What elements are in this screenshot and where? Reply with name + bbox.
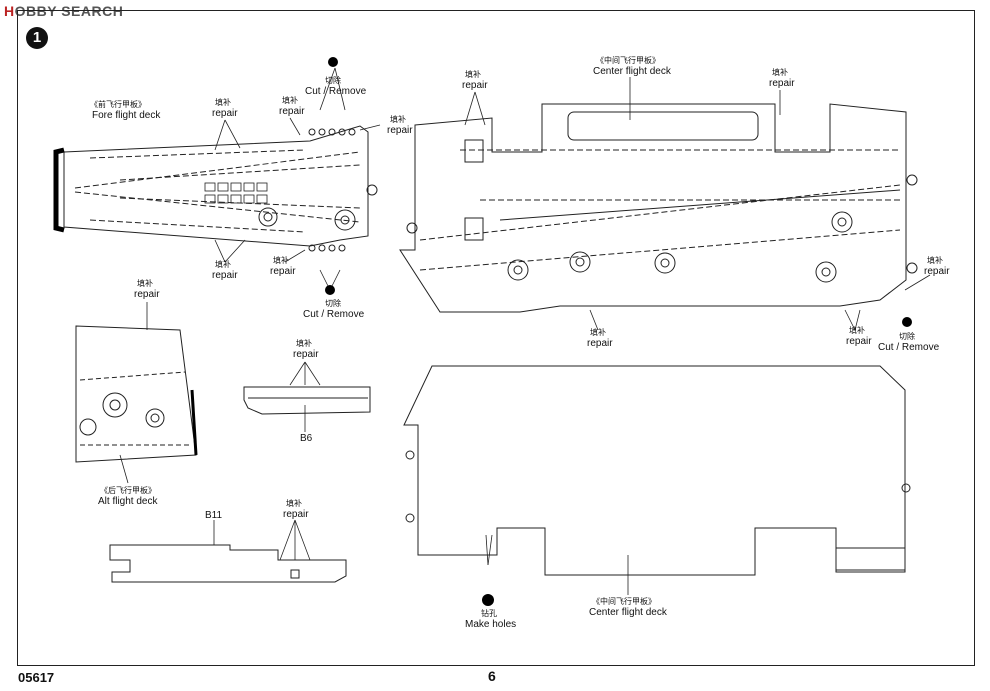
cut-label-cn: 切除 xyxy=(325,299,341,308)
repair-label: repair xyxy=(846,336,872,347)
repair-label: repair xyxy=(587,338,613,349)
center-deck-label-cn: 《中间飞行甲板》 xyxy=(596,56,660,65)
part-b11-label: B11 xyxy=(205,510,223,521)
drill-icon xyxy=(482,594,494,606)
part-b11 xyxy=(109,544,347,583)
callout-lines xyxy=(119,67,931,595)
center-deck-label-cn: 《中间飞行甲板》 xyxy=(592,597,656,606)
watermark: HOBBY SEARCH xyxy=(4,3,124,19)
part-b6 xyxy=(243,386,371,415)
repair-label: repair xyxy=(924,266,950,277)
repair-label: repair xyxy=(279,106,305,117)
repair-label: repair xyxy=(387,125,413,136)
step-number-badge: 1 xyxy=(26,27,48,49)
cut-label: Cut / Remove xyxy=(303,309,365,320)
repair-label-cn: 填补 xyxy=(927,256,943,265)
repair-label: repair xyxy=(283,509,309,520)
alt-flight-deck-part xyxy=(75,325,198,463)
holes-label-cn: 钻孔 xyxy=(481,609,497,618)
cut-label-cn: 切除 xyxy=(325,76,341,85)
repair-label-cn: 填补 xyxy=(772,68,788,77)
repair-label: repair xyxy=(769,78,795,89)
kit-code: 05617 xyxy=(18,670,55,685)
repair-label: repair xyxy=(134,289,160,300)
repair-label-cn: 填补 xyxy=(215,260,231,269)
repair-label-cn: 填补 xyxy=(590,328,606,337)
repair-label-cn: 填补 xyxy=(137,279,153,288)
repair-label-cn: 填补 xyxy=(273,256,289,265)
alt-deck-label: Alt flight deck xyxy=(98,496,158,507)
fore-flight-deck-part xyxy=(53,125,378,252)
part-b6-label: B6 xyxy=(300,433,313,444)
repair-label: repair xyxy=(212,108,238,119)
repair-label: repair xyxy=(270,266,296,277)
repair-label-cn: 填补 xyxy=(849,326,865,335)
cut-icon xyxy=(325,57,912,327)
fore-deck-label-cn: 《前飞行甲板》 xyxy=(90,100,146,109)
holes-label: Make holes xyxy=(465,619,517,630)
cut-label: Cut / Remove xyxy=(305,86,367,97)
instruction-frame xyxy=(17,10,975,666)
repair-label-cn: 填补 xyxy=(296,339,312,348)
repair-label: repair xyxy=(293,349,319,360)
repair-label-cn: 填补 xyxy=(390,115,406,124)
repair-label-cn: 填补 xyxy=(465,70,481,79)
fore-deck-label: Fore flight deck xyxy=(92,110,161,121)
center-deck-label: Center flight deck xyxy=(593,66,671,77)
repair-label-cn: 填补 xyxy=(282,96,298,105)
repair-label-cn: 填补 xyxy=(215,98,231,107)
center-flight-deck-top-part xyxy=(399,103,918,313)
alt-deck-label-cn: 《后飞行甲板》 xyxy=(100,486,156,495)
center-deck-label: Center flight deck xyxy=(589,607,667,618)
center-flight-deck-bottom-part xyxy=(403,365,911,576)
page-number: 6 xyxy=(488,668,496,684)
cut-label-cn: 切除 xyxy=(899,332,915,341)
repair-label: repair xyxy=(462,80,488,91)
cut-label: Cut / Remove xyxy=(878,342,940,353)
repair-label: repair xyxy=(212,270,238,281)
repair-label-cn: 填补 xyxy=(286,499,302,508)
